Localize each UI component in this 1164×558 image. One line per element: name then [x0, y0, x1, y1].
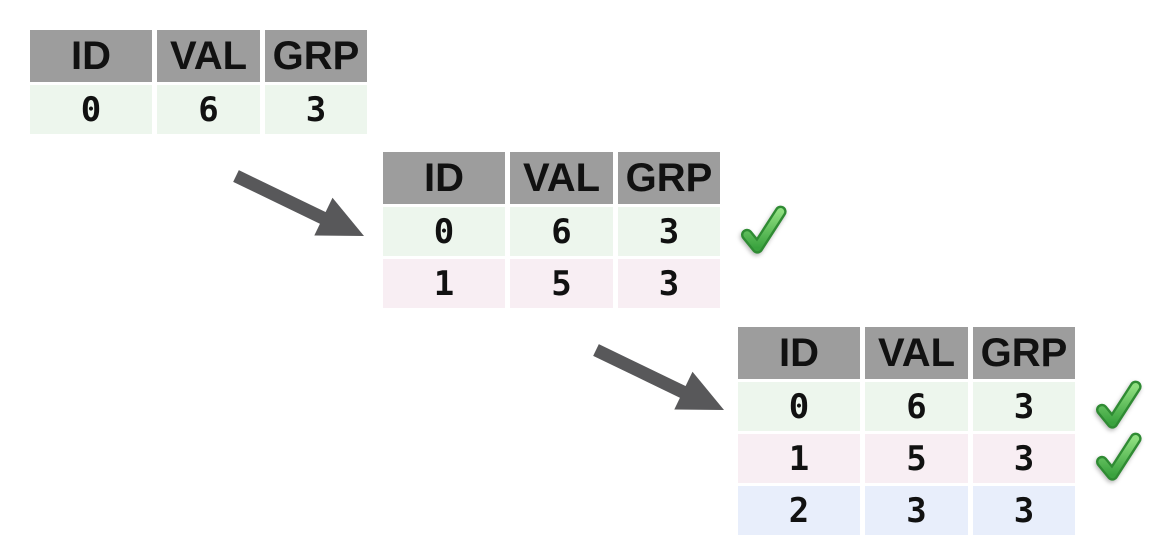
- table-cell: 2: [738, 486, 860, 535]
- table-cell: 5: [865, 434, 968, 483]
- table-cell: 3: [265, 85, 367, 134]
- table-cell: 1: [383, 259, 505, 308]
- column-header-grp: GRP: [618, 152, 720, 204]
- column-header-val: VAL: [510, 152, 613, 204]
- table-cell: 0: [30, 85, 152, 134]
- table-cell: 0: [738, 382, 860, 431]
- column-header-val: VAL: [157, 30, 260, 82]
- column-header-grp: GRP: [265, 30, 367, 82]
- table-cell: 3: [973, 434, 1075, 483]
- table-cell: 3: [973, 486, 1075, 535]
- column-header-val: VAL: [865, 327, 968, 379]
- table-cell: 1: [738, 434, 860, 483]
- arrow-step1-to-step2-icon: [233, 170, 364, 236]
- column-header-id: ID: [383, 152, 505, 204]
- table-cell: 0: [383, 207, 505, 256]
- column-header-id: ID: [738, 327, 860, 379]
- table-cell: 6: [157, 85, 260, 134]
- column-header-grp: GRP: [973, 327, 1075, 379]
- table-cell: 3: [618, 207, 720, 256]
- arrow-step2-to-step3-icon: [593, 344, 724, 410]
- column-header-id: ID: [30, 30, 152, 82]
- table-cell: 3: [618, 259, 720, 308]
- green-checkmark-icon: [1096, 432, 1142, 481]
- green-checkmark-icon: [1096, 380, 1142, 429]
- table-cell: 6: [510, 207, 613, 256]
- table-cell: 6: [865, 382, 968, 431]
- table-cell: 5: [510, 259, 613, 308]
- table-cell: 3: [865, 486, 968, 535]
- green-checkmark-icon: [741, 205, 787, 254]
- table-cell: 3: [973, 382, 1075, 431]
